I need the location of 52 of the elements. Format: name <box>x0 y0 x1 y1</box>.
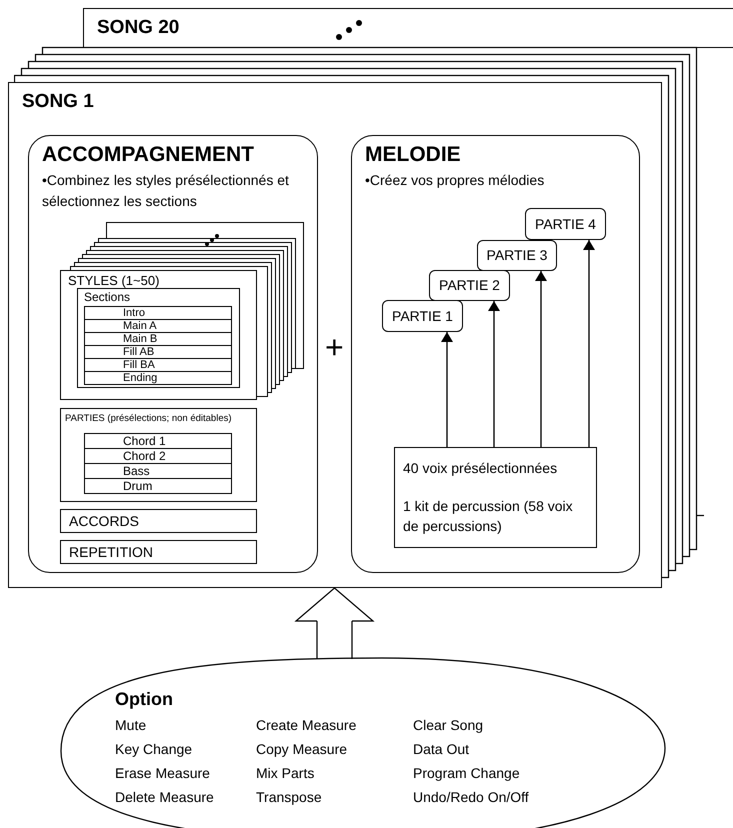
sections-box <box>77 288 240 388</box>
table-row: Ending <box>84 371 232 385</box>
option-item: Create Measure <box>256 716 358 735</box>
part-box: PARTIE 3 <box>477 240 557 271</box>
option-item: Key Change <box>115 740 194 759</box>
parts-box <box>60 408 257 502</box>
mode-box: ACCORDS <box>60 509 257 533</box>
voices-text: 1 kit de percussion (58 voix de percussions) <box>403 497 574 536</box>
option-item: Clear Song <box>413 716 484 735</box>
arrow <box>441 332 453 447</box>
table-row: Main A <box>84 319 232 333</box>
rounded-panel <box>28 135 318 573</box>
box-label: Sections <box>84 290 130 305</box>
table-row: Fill BA <box>84 358 232 372</box>
rounded-panel <box>351 135 640 573</box>
option-item: Undo/Redo On/Off <box>413 788 530 807</box>
arrow <box>583 240 595 447</box>
table-row: Bass <box>84 463 232 479</box>
table-row: Drum <box>84 478 232 494</box>
table-row: Intro <box>84 306 232 320</box>
option-item: Program Change <box>413 764 521 783</box>
part-box: PARTIE 4 <box>525 208 606 240</box>
table-row: Chord 2 <box>84 448 232 464</box>
option-item: Mute <box>115 716 148 735</box>
mode-box: REPETITION <box>60 540 257 564</box>
panel-heading: ACCOMPAGNEMENT <box>42 142 254 168</box>
voices-box <box>394 447 597 548</box>
plus-sign: + <box>325 329 344 365</box>
arrow <box>535 271 547 447</box>
panel-description: •Créez vos propres mélodies <box>365 171 546 190</box>
option-heading: Option <box>115 688 173 710</box>
arrow <box>488 301 500 447</box>
panel-heading: MELODIE <box>365 142 461 168</box>
sheet-title: SONG 20 <box>97 16 180 40</box>
style-sheet <box>60 270 257 400</box>
option-item: Erase Measure <box>115 764 211 783</box>
panel-description: •Combinez les styles présélectionnés et sélectionnez les sections <box>42 171 290 211</box>
option-item: Mix Parts <box>256 764 316 783</box>
voices-text: 40 voix présélectionnées <box>403 459 558 478</box>
part-box: PARTIE 2 <box>429 270 510 301</box>
box-label: PARTIES (présélections; non éditables) <box>65 412 232 425</box>
box-label: STYLES (1~50) <box>68 273 160 289</box>
sheet-title: SONG 1 <box>22 90 94 114</box>
option-item: Copy Measure <box>256 740 348 759</box>
option-item: Delete Measure <box>115 788 215 807</box>
table-row: Fill AB <box>84 345 232 359</box>
option-item: Transpose <box>256 788 323 807</box>
part-box: PARTIE 1 <box>382 300 463 332</box>
option-item: Data Out <box>413 740 470 759</box>
table-row: Main B <box>84 332 232 346</box>
song-sheet <box>83 8 733 48</box>
table-row: Chord 1 <box>84 433 232 449</box>
